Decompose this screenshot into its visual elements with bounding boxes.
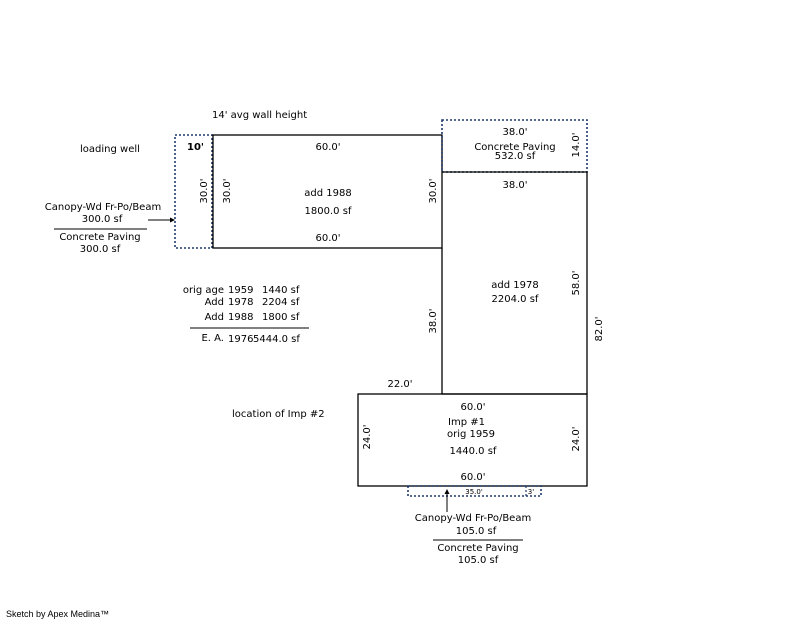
summary-row-label: Add: [205, 312, 224, 323]
summary-table: orig age 1959 1440 sf Add 1978 2204 sf A…: [183, 285, 301, 345]
loading-well-paving-area: 300.0 sf: [80, 244, 121, 255]
summary-row-label: Add: [205, 297, 224, 308]
add-1978-area: 2204.0 sf: [492, 294, 539, 305]
bottom-canopy-paving-area: 105.0 sf: [458, 555, 499, 566]
loading-well-arrowhead: [170, 217, 175, 223]
bottom-canopy-arrowhead: [444, 489, 450, 494]
add-1988-label: add 1988: [304, 188, 351, 199]
loading-well-width: 10': [187, 142, 204, 153]
bottom-canopy-area: 105.0 sf: [456, 526, 497, 537]
add-1988-outline: [212, 134, 443, 249]
top-paving-height: 14.0': [571, 132, 582, 157]
imp1-bottom-dim: 60.0': [460, 472, 485, 483]
loading-well-height: 30.0': [199, 178, 210, 203]
summary-row-area: 1800 sf: [262, 312, 300, 323]
loading-well-area: 300.0 sf: [82, 214, 123, 225]
bottom-canopy-paving-label: Concrete Paving: [437, 543, 518, 554]
add-1978-label: add 1978: [491, 280, 538, 291]
add-1988-top-dim: 60.0': [315, 142, 340, 153]
top-paving-area: 532.0 sf: [495, 151, 536, 162]
summary-row-area: 1440 sf: [262, 285, 300, 296]
add-1988-right-dim: 30.0': [428, 178, 439, 203]
add-1978-top-dim: 38.0': [502, 180, 527, 191]
wall-height-label: 14' avg wall height: [212, 110, 307, 121]
summary-row-year: 1959: [228, 285, 253, 296]
imp1-left-dim: 24.0': [362, 424, 373, 449]
imp1-top-dim: 60.0': [460, 402, 485, 413]
summary-row-year: 1988: [228, 312, 253, 323]
loading-well-outline: [174, 134, 213, 249]
sketch-credit: Sketch by Apex Medina™: [6, 609, 110, 619]
summary-row-label: orig age: [183, 285, 224, 296]
top-paving-width: 38.0': [502, 127, 527, 138]
top-paving-label: Concrete Paving: [474, 142, 555, 153]
add-1988-left-dim: 30.0': [222, 178, 233, 203]
overall-height-dim: 82.0': [594, 316, 605, 341]
add-1978-right-dim: 58.0': [571, 270, 582, 295]
step-width-dim: 22.0': [387, 379, 412, 390]
summary-total-year: 1976: [228, 334, 253, 345]
summary-total-label: E. A.: [201, 333, 224, 344]
bottom-canopy-end: 3': [528, 488, 534, 496]
loading-well-label: loading well: [80, 144, 140, 155]
imp2-location-label: location of Imp #2: [232, 409, 325, 420]
loading-well-area-label: Canopy-Wd Fr-Po/Beam: [45, 202, 161, 213]
summary-row-area: 2204 sf: [262, 297, 300, 308]
bottom-canopy-area-label: Canopy-Wd Fr-Po/Beam: [415, 513, 531, 524]
summary-total-area: 5444.0 sf: [253, 334, 300, 345]
imp1-orig: orig 1959: [447, 429, 495, 440]
loading-well-paving-label: Concrete Paving: [59, 232, 140, 243]
add-1988-bottom-dim: 60.0': [315, 233, 340, 244]
bottom-canopy-outline: [407, 485, 542, 497]
imp1-area: 1440.0 sf: [450, 446, 497, 457]
bottom-canopy-length: 35.0': [465, 488, 483, 496]
add-1978-left-dim: 38.0': [428, 308, 439, 333]
imp1-right-dim: 24.0': [571, 426, 582, 451]
summary-row-year: 1978: [228, 297, 253, 308]
add-1988-area: 1800.0 sf: [305, 206, 352, 217]
imp1-name: Imp #1: [448, 417, 485, 428]
